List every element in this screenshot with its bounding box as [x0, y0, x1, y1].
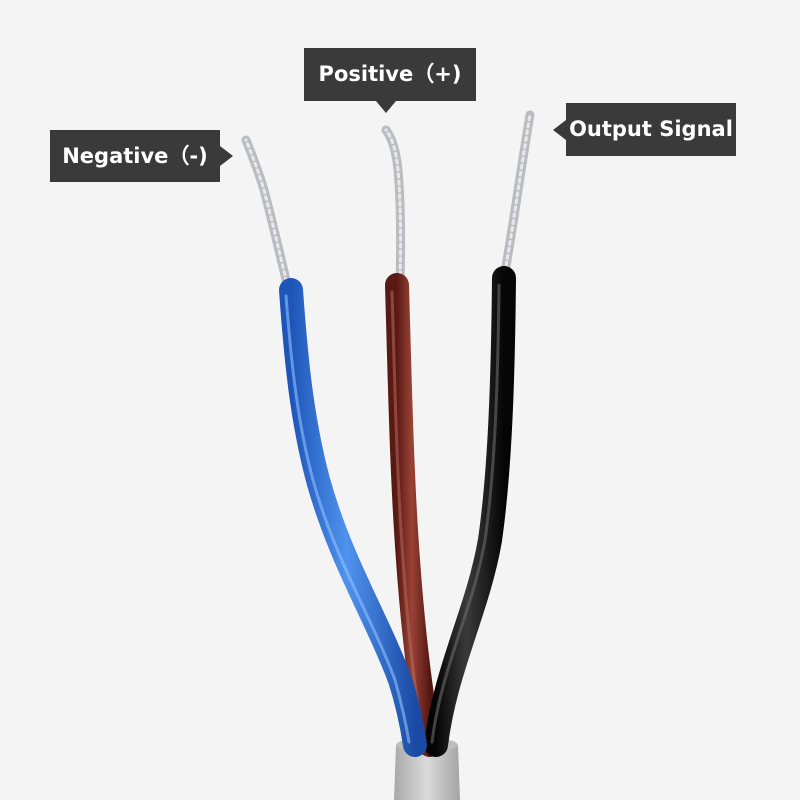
- positive-label-pointer: [376, 101, 396, 113]
- positive-label-text: Positive（+): [318, 62, 462, 86]
- negative-label-pointer: [220, 146, 233, 166]
- output-signal-label: Output Signal: [553, 103, 736, 156]
- output-signal-label-text: Output Signal: [569, 117, 733, 141]
- copper-strands: [241, 110, 535, 293]
- positive-label: Positive（+): [304, 48, 476, 113]
- wire-black: [424, 266, 516, 757]
- negative-label-text: Negative（-): [62, 143, 208, 168]
- wire-brown: [385, 273, 442, 757]
- output-signal-label-pointer: [553, 119, 566, 140]
- wire-blue: [279, 278, 427, 757]
- negative-label: Negative（-): [50, 130, 233, 182]
